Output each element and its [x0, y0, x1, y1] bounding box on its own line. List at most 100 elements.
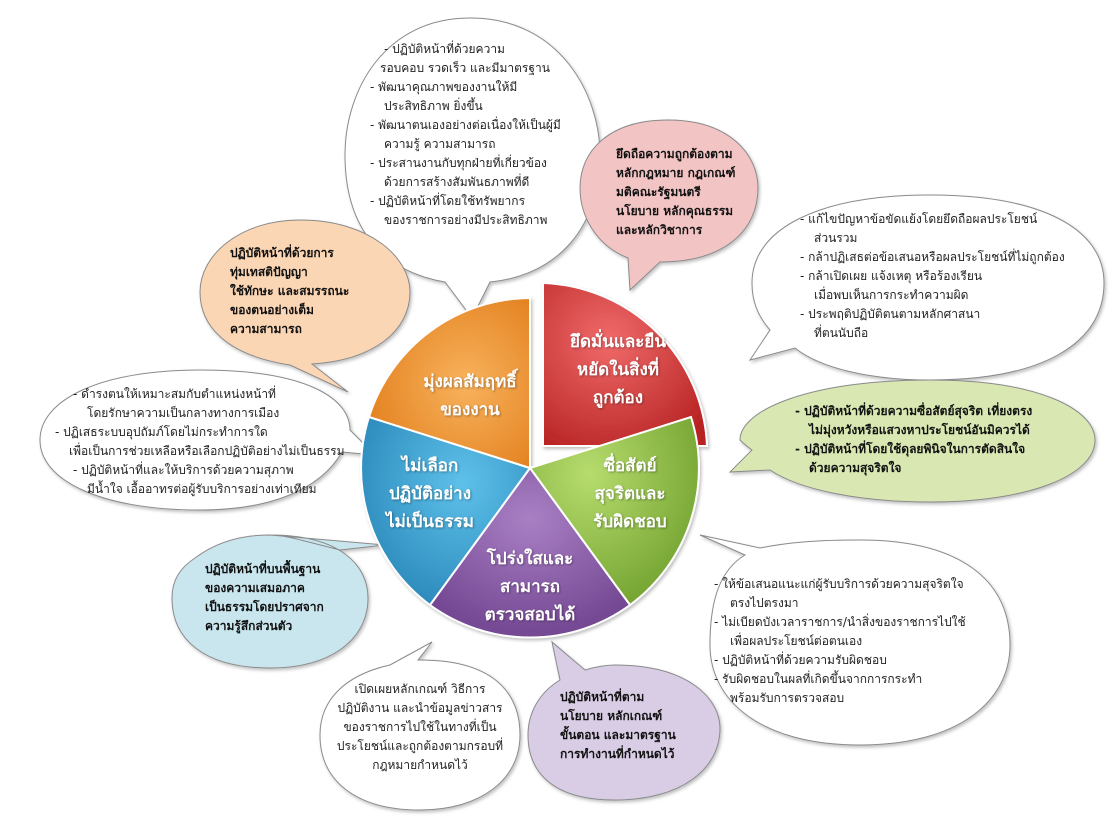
bubble-line: การทำงานที่กำหนดไว้: [560, 747, 675, 761]
bubble-line: ไม่มุ่งหวังหรือแสวงหาประโยชน์อันมิควรได้: [809, 423, 1030, 437]
bubble-right-top-text: - แก้ไขปัญหาข้อขัดแย้งโดยยึดถือผลประโยชน…: [800, 210, 1065, 343]
bubble-peach: [199, 219, 411, 393]
bubble-line: - ปฏิบัติหน้าที่ด้วยความซื่อสัตย์สุจริต …: [795, 404, 1033, 418]
bubble-green: [728, 379, 1096, 503]
segment-blue-shape: [360, 415, 532, 607]
bubble-line: ของราชการอย่างมีประสิทธิภาพ: [384, 213, 548, 227]
bubble-line: ปฏิบัติงาน และนำข้อมูลข่าวสาร: [337, 701, 503, 715]
bubble-green-text: - ปฏิบัติหน้าที่ด้วยความซื่อสัตย์สุจริต …: [795, 402, 1032, 478]
bubble-left: [39, 369, 377, 511]
bubble-line: เพื่อเป็นการช่วยเหลือหรือเลือกปฏิบัติอย่…: [69, 444, 345, 458]
segment-line: สุจริตและ: [594, 484, 666, 504]
bubble-line: - กล้าปฏิเสธต่อข้อเสนอหรือผลประโยชน์ที่ไ…: [800, 250, 1065, 264]
bubble-line: เมื่อพบเห็นการกระทำความผิด: [814, 288, 969, 302]
segment-label-fairness: ไม่เลือก ปฏิบัติอย่าง ไม่เป็นธรรม: [365, 452, 495, 536]
bubble-line: เปิดเผยหลักเกณฑ์ วิธีการ: [354, 682, 486, 696]
bubble-line: ยึดถือความถูกต้องตาม: [616, 147, 733, 161]
bubble-line: มติคณะรัฐมนตรี: [616, 185, 701, 199]
bubble-line: ปฏิบัติหน้าที่บนพื้นฐาน: [205, 562, 321, 576]
segment-green-shape: [528, 415, 700, 607]
segment-line: โปร่งใสและ: [486, 549, 574, 569]
segment-line: หยัดในสิ่งที่: [576, 360, 659, 380]
bubble-line: พร้อมรับการตรวจสอบ: [730, 691, 845, 705]
bubble-bottom-text: เปิดเผยหลักเกณฑ์ วิธีการ ปฏิบัติงาน และน…: [322, 680, 518, 775]
segment-label-results: มุ่งผลสัมฤทธิ์ ของงาน: [395, 368, 545, 424]
bubble-top-text: - ปฏิบัติหน้าที่ด้วยความ รอบคอบ รวดเร็ว …: [370, 40, 561, 230]
bubble-purple: [527, 640, 721, 801]
bubble-line: เป็นธรรมโดยปราศจาก: [205, 600, 324, 614]
bubble-line: - ปฏิบัติหน้าที่ด้วยความรับผิดชอบ: [714, 653, 887, 667]
bubble-pink-text: ยึดถือความถูกต้องตาม หลักกฎหมาย กฎเกณฑ์ …: [616, 145, 735, 240]
segment-line: ของงาน: [440, 400, 500, 420]
bubble-line: ที่ตนนับถือ: [814, 326, 869, 340]
bubble-line: - ไม่เบียดบังเวลาราชการ/นำสิ่งของราชการไ…: [714, 615, 966, 629]
bubble-left-text: - ดำรงตนให้เหมาะสมกับตำแหน่งหน้าที่ โดยร…: [55, 385, 344, 499]
bubble-line: - ประสานงานกับทุกฝ่ายที่เกี่ยวข้อง: [370, 156, 547, 170]
segment-label-honesty: ซื่อสัตย์ สุจริตและ รับผิดชอบ: [565, 452, 695, 536]
bubble-line: ความรู้ ความสามารถ: [384, 137, 496, 151]
segment-label-transparency: โปร่งใสและ สามารถ ตรวจสอบได้: [465, 545, 595, 629]
bubble-pink: [579, 119, 759, 292]
segment-line: สามารถ: [499, 577, 561, 597]
bubble-line: นโยบาย หลักคุณธรรม: [616, 204, 734, 218]
bubble-line: ของราชการไปใช้ในทางที่เป็น: [343, 720, 497, 734]
bubble-line: หลักกฎหมาย กฎเกณฑ์: [616, 166, 736, 180]
bubble-line: ความรู้สึกส่วนตัว: [205, 619, 293, 633]
bubble-line: - ให้ข้อเสนอแนะแก่ผู้รับบริการด้วยความสุ…: [714, 577, 964, 591]
bubble-line: ด้วยการสร้างสัมพันธภาพที่ดี: [384, 175, 530, 189]
bubble-line: - ปฏิบัติหน้าที่และให้บริการด้วยความสุภา…: [73, 463, 294, 477]
bubble-line: - รับผิดชอบในผลที่เกิดขึ้นจากการกระทำ: [714, 672, 923, 686]
bubble-line: ของความเสมอภาค: [205, 581, 305, 595]
segment-orange-shape: [367, 296, 531, 470]
bubble-purple-text: ปฏิบัติหน้าที่ตาม นโยบาย หลักเกณฑ์ ขั้นต…: [560, 688, 676, 764]
bubble-line: ปฏิบัติหน้าที่ด้วยการ: [230, 246, 334, 260]
bubble-line: ขั้นตอน และมาตรฐาน: [560, 728, 676, 742]
bubble-bottom: [319, 641, 521, 811]
bubble-right-top: [748, 194, 1105, 381]
bubble-line: ส่วนรวม: [814, 231, 858, 245]
bubble-line: กฎหมายกำหนดไว้: [372, 758, 468, 772]
segment-red-shape: [542, 281, 709, 447]
segment-line: ซื่อสัตย์: [603, 456, 657, 476]
bubble-right-bottom-text: - ให้ข้อเสนอแนะแก่ผู้รับบริการด้วยความสุ…: [714, 575, 966, 708]
bubble-line: ด้วยความสุจริตใจ: [809, 461, 902, 475]
segment-line: มุ่งผลสัมฤทธิ์: [423, 372, 517, 392]
bubble-line: ทุ่มเทสติปัญญา: [230, 265, 308, 279]
segment-label-integrity: ยึดมั่นและยืน หยัดในสิ่งที่ ถูกต้อง: [548, 328, 688, 412]
bubble-line: นโยบาย หลักเกณฑ์: [560, 709, 663, 723]
bubble-blue-text: ปฏิบัติหน้าที่บนพื้นฐาน ของความเสมอภาค เ…: [205, 560, 324, 636]
bubble-line: - ปฏิบัติหน้าที่โดยใช้ทรัพยากร: [370, 194, 526, 208]
bubble-line: - พัฒนาคุณภาพของงานให้มี: [370, 80, 518, 94]
bubble-line: มีน้ำใจ เอื้ออาทรต่อผู้รับบริการอย่างเท่…: [87, 482, 317, 496]
bubble-line: ความสามารถ: [230, 322, 302, 336]
segment-line: ยึดมั่นและยืน: [570, 332, 666, 352]
segment-line: ไม่เป็นธรรม: [386, 512, 474, 532]
bubble-line: ตรงไปตรงมา: [730, 596, 799, 610]
bubble-line: - กล้าเปิดเผย แจ้งเหตุ หรือร้องเรียน: [800, 269, 983, 283]
bubble-line: ประโยชน์และถูกต้องตามกรอบที่: [336, 739, 504, 753]
bubble-line: - แก้ไขปัญหาข้อขัดแย้งโดยยึดถือผลประโยชน…: [800, 212, 1038, 226]
segment-purple-shape: [428, 466, 632, 639]
segment-line: ไม่เลือก: [401, 456, 459, 476]
bubble-line: ประสิทธิภาพ ยิ่งขึ้น: [384, 99, 483, 113]
bubble-line: - ดำรงตนให้เหมาะสมกับตำแหน่งหน้าที่: [73, 387, 276, 401]
bubble-line: รอบคอบ รวดเร็ว และมีมาตรฐาน: [380, 61, 550, 75]
bubble-line: โดยรักษาความเป็นกลางทางการเมือง: [87, 406, 280, 420]
bubble-line: - ปฏิบัติหน้าที่โดยใช้ดุลยพินิจในการตัดส…: [795, 442, 1026, 456]
bubble-line: - ปฏิเสธระบบอุปถัมภ์โดยไม่กระทำการใด: [55, 425, 268, 439]
bubble-line: เพื่อผลประโยชน์ต่อตนเอง: [730, 634, 863, 648]
segment-line: ตรวจสอบได้: [484, 605, 576, 625]
bubble-right-bottom: [699, 534, 1011, 746]
segment-line: ถูกต้อง: [592, 388, 644, 408]
bubble-line: ใช้ทักษะ และสมรรถนะ: [230, 284, 350, 298]
segment-line: รับผิดชอบ: [593, 512, 667, 532]
bubble-line: ของตนอย่างเต็ม: [230, 303, 314, 317]
bubble-line: ปฏิบัติหน้าที่ตาม: [560, 690, 645, 704]
bubble-line: - ปฏิบัติหน้าที่ด้วยความ: [384, 42, 505, 56]
bubble-blue: [171, 534, 386, 669]
bubble-line: และหลักวิชาการ: [616, 223, 703, 237]
bubble-top: [344, 17, 601, 319]
segment-line: ปฏิบัติอย่าง: [388, 484, 472, 504]
bubble-peach-text: ปฏิบัติหน้าที่ด้วยการ ทุ่มเทสติปัญญา ใช้…: [230, 244, 349, 339]
